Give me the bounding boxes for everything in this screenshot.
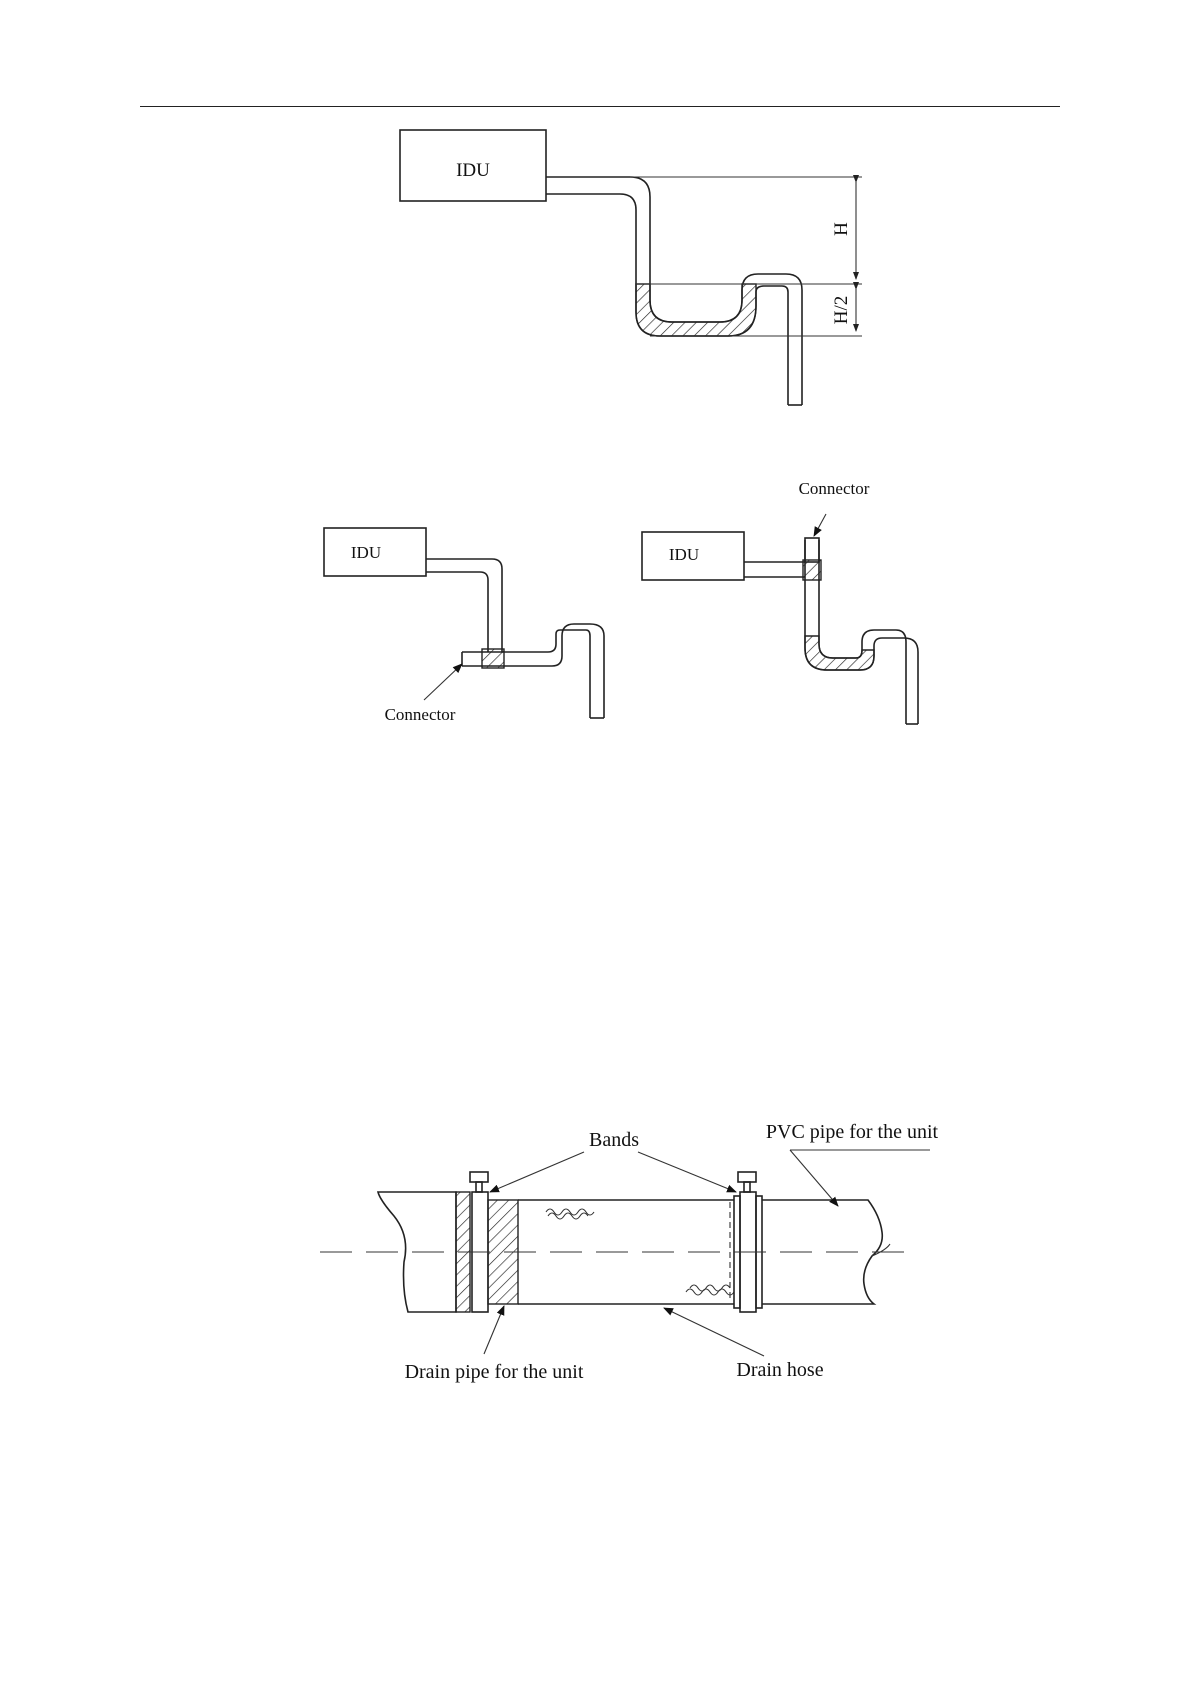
pvc-pipe-label: PVC pipe for the unit	[766, 1121, 939, 1143]
drain-hose-label: Drain hose	[736, 1359, 823, 1381]
drain-hose-diagram: Bands PVC pipe for the unit Drain pipe f…	[0, 0, 1191, 1400]
bands-label: Bands	[589, 1129, 639, 1151]
drain-pipe-label: Drain pipe for the unit	[405, 1361, 584, 1383]
band-right-screw	[738, 1172, 756, 1182]
band-left-screw	[470, 1172, 488, 1182]
